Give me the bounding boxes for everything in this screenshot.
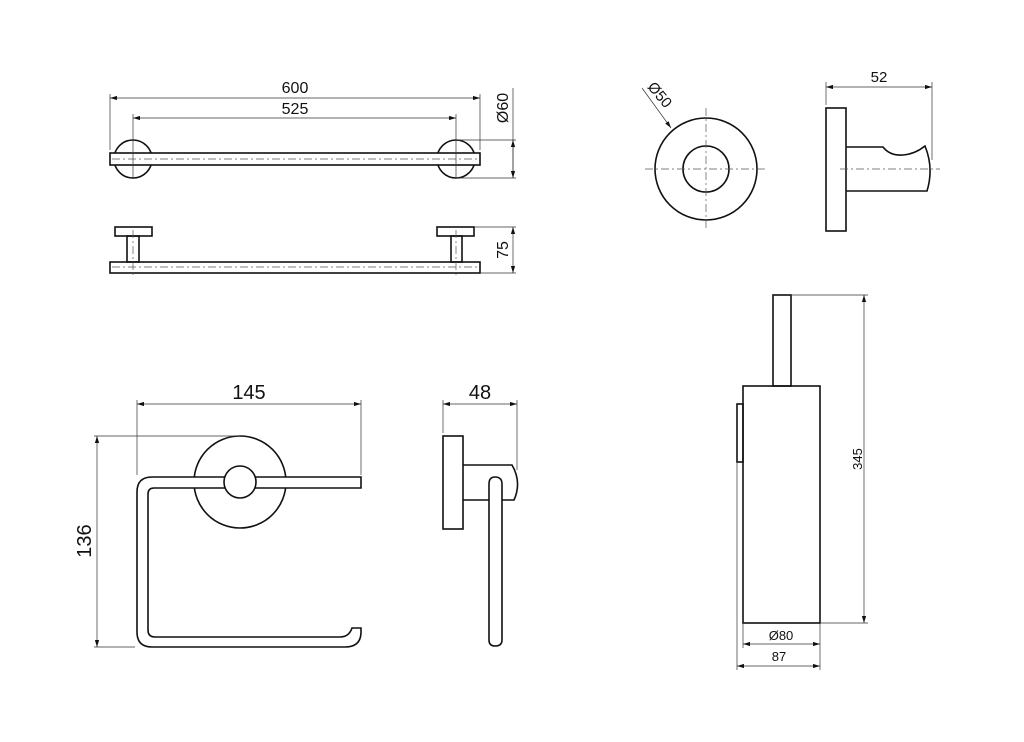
dim-label-145: 145 [232,382,265,404]
dim-label-345: 345 [850,448,865,470]
toilet-brush-side-view: 345 Ø80 87 [736,294,868,670]
robe-hook-front-view: Ø50 [641,79,768,230]
paper-holder-front-view: 145 136 [74,382,362,648]
dim-label-hook-50: Ø50 [644,79,675,112]
dim-label-87: 87 [772,649,786,664]
dim-label-525: 525 [282,101,309,118]
towel-bar-side-view: 75 [109,226,516,276]
dim-label-48: 48 [469,382,491,404]
towel-bar-top-view: 600 525 Ø60 [109,80,516,179]
dim-label-rosette-60: Ø60 [495,93,512,123]
dim-label-80: Ø80 [769,628,794,643]
dim-label-75: 75 [495,241,512,259]
dim-label-136: 136 [74,524,96,557]
dim-label-600: 600 [282,80,309,97]
paper-holder-side-view: 48 [442,382,519,647]
dim-label-52: 52 [871,69,888,86]
robe-hook-side-view: 52 [825,69,940,232]
